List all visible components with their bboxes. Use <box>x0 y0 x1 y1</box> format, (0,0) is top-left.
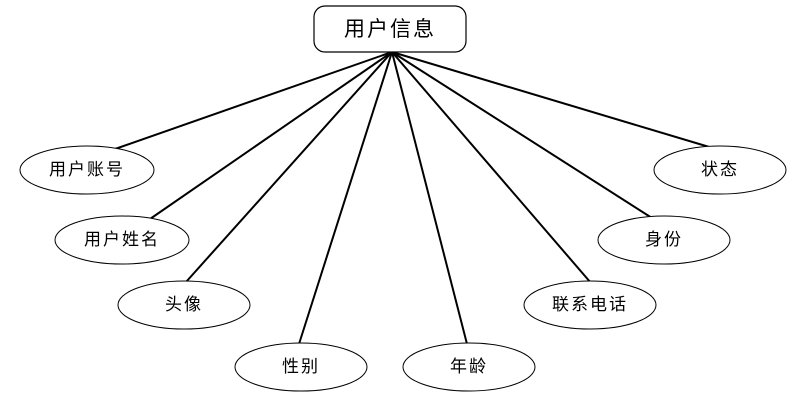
edge-age <box>391 51 468 345</box>
edge-contact-phone <box>391 51 592 284</box>
attribute-ellipse <box>234 342 368 392</box>
attribute-label: 状态 <box>701 160 739 180</box>
attribute-ellipse <box>653 145 787 195</box>
root-entity: 用户信息 <box>313 5 467 53</box>
attribute-label: 身份 <box>645 230 683 250</box>
attribute-label: 头像 <box>165 295 203 315</box>
attribute-node-status: 状态 <box>653 145 787 195</box>
edges <box>114 51 717 345</box>
attribute-ellipse <box>54 215 190 265</box>
edge-identity <box>391 51 653 219</box>
edge-user-name <box>149 51 393 220</box>
attribute-node-user-account: 用户账号 <box>19 145 155 195</box>
edge-user-account <box>114 51 393 150</box>
attribute-label: 年龄 <box>450 357 488 377</box>
attribute-node-gender: 性别 <box>234 342 368 392</box>
attribute-node-age: 年龄 <box>402 342 536 392</box>
attribute-node-contact-phone: 联系电话 <box>523 280 657 330</box>
attribute-node-avatar: 头像 <box>117 280 251 330</box>
attribute-ellipse <box>597 215 731 265</box>
edge-gender <box>298 51 393 345</box>
attribute-ellipse <box>402 342 536 392</box>
root-entity-label: 用户信息 <box>344 17 436 41</box>
attribute-label: 用户账号 <box>49 160 125 180</box>
attribute-ellipse <box>523 280 657 330</box>
attribute-label: 用户姓名 <box>84 230 160 250</box>
attribute-node-user-name: 用户姓名 <box>54 215 190 265</box>
attribute-label: 性别 <box>282 357 320 377</box>
attribute-label: 联系电话 <box>552 295 628 315</box>
edge-avatar <box>185 51 393 283</box>
attribute-node-identity: 身份 <box>597 215 731 265</box>
edge-status <box>391 51 717 150</box>
attribute-ellipse <box>19 145 155 195</box>
root-entity-box <box>313 5 467 53</box>
attribute-ellipse <box>117 280 251 330</box>
